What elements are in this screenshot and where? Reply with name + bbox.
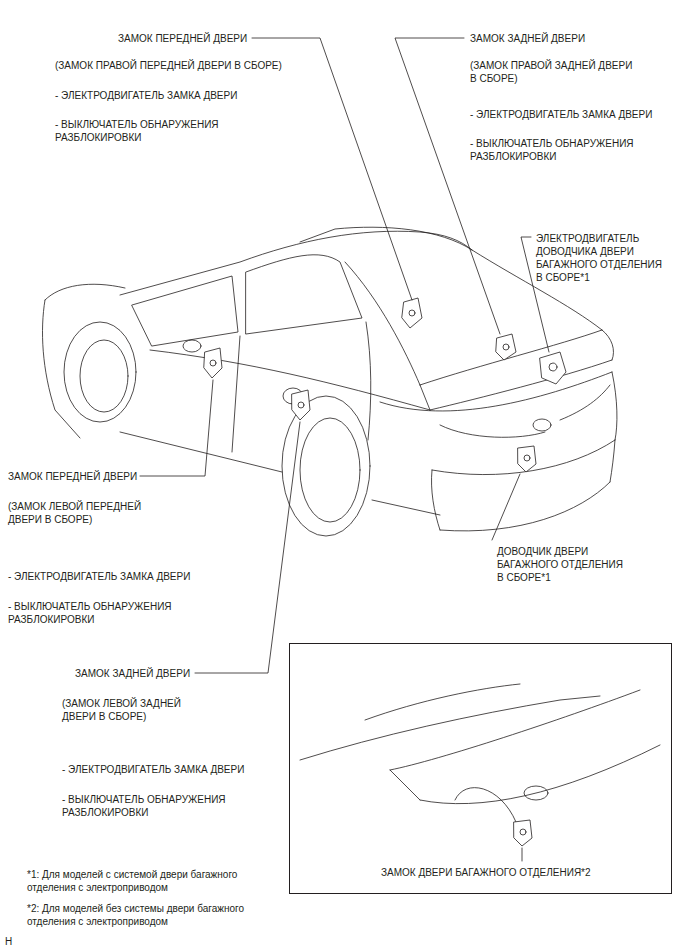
component-item: - ВЫКЛЮЧАТЕЛЬ ОБНАРУЖЕНИЯ РАЗБЛОКИРОВКИ bbox=[62, 793, 262, 819]
component-item: - ЭЛЕКТРОДВИГАТЕЛЬ ЗАМКА ДВЕРИ bbox=[62, 763, 322, 776]
component-item: - ЭЛЕКТРОДВИГАТЕЛЬ ЗАМКА ДВЕРИ bbox=[8, 570, 268, 583]
component-item: - ЭЛЕКТРОДВИГАТЕЛЬ ЗАМКА ДВЕРИ bbox=[55, 89, 315, 102]
part-label: ЭЛЕКТРОДВИГАТЕЛЬ ДОВОДЧИКА ДВЕРИ БАГАЖНО… bbox=[536, 232, 664, 284]
component-item: - ЭЛЕКТРОДВИГАТЕЛЬ ЗАМКА ДВЕРИ bbox=[470, 108, 680, 121]
part-subtitle: (ЗАМОК ЛЕВОЙ ПЕРЕДНЕЙ ДВЕРИ В СБОРЕ) bbox=[8, 500, 158, 526]
part-label: ЗАМОК ПЕРЕДНЕЙ ДВЕРИ bbox=[118, 32, 247, 45]
part-label: ЗАМОК ДВЕРИ БАГАЖНОГО ОТДЕЛЕНИЯ*2 bbox=[381, 866, 591, 879]
figure-code: H bbox=[5, 935, 12, 948]
part-subtitle: (ЗАМОК ПРАВОЙ ЗАДНЕЙ ДВЕРИ В СБОРЕ) bbox=[470, 59, 638, 85]
part-label: ЗАМОК ПЕРЕДНЕЙ ДВЕРИ bbox=[8, 470, 137, 483]
component-item: - ВЫКЛЮЧАТЕЛЬ ОБНАРУЖЕНИЯ РАЗБЛОКИРОВКИ bbox=[470, 137, 670, 163]
part-label: ДОВОДЧИК ДВЕРИ БАГАЖНОГО ОТДЕЛЕНИЯ В СБО… bbox=[497, 545, 625, 584]
footnote: *1: Для моделей с системой двери багажно… bbox=[27, 868, 267, 894]
part-subtitle: (ЗАМОК ЛЕВОЙ ЗАДНЕЙ ДВЕРИ В СБОРЕ) bbox=[62, 697, 212, 723]
part-label: ЗАМОК ЗАДНЕЙ ДВЕРИ bbox=[75, 667, 190, 680]
part-subtitle: (ЗАМОК ПРАВОЙ ПЕРЕДНЕЙ ДВЕРИ В СБОРЕ) bbox=[55, 59, 345, 72]
part-label: ЗАМОК ЗАДНЕЙ ДВЕРИ bbox=[470, 32, 585, 45]
component-item: - ВЫКЛЮЧАТЕЛЬ ОБНАРУЖЕНИЯ РАЗБЛОКИРОВКИ bbox=[55, 118, 255, 144]
inset-frame: ЗАМОК ДВЕРИ БАГАЖНОГО ОТДЕЛЕНИЯ*2 bbox=[289, 643, 672, 894]
footnote: *2: Для моделей без системы двери багажн… bbox=[27, 902, 267, 928]
component-item: - ВЫКЛЮЧАТЕЛЬ ОБНАРУЖЕНИЯ РАЗБЛОКИРОВКИ bbox=[8, 600, 208, 626]
